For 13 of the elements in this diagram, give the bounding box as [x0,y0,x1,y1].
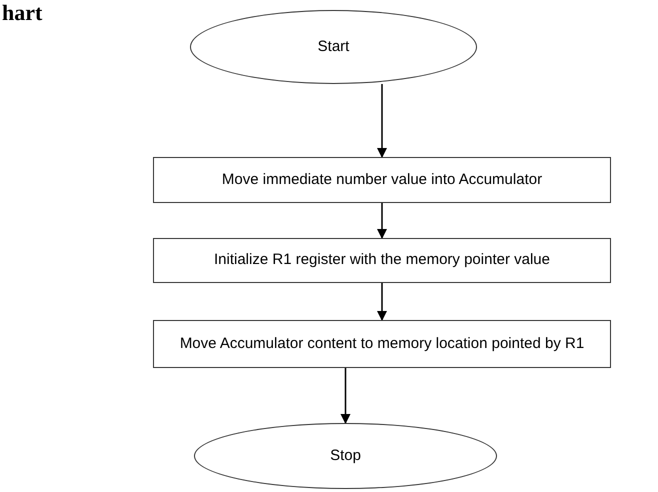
process-box [153,157,611,203]
process-box [153,238,611,283]
node-text: Stop [330,446,361,466]
arrow [340,368,350,424]
node-text: Start [318,36,350,57]
arrow [377,283,387,321]
arrow [377,84,387,158]
node-text: Move Accumulator content to memory location pointed by R1 [180,334,584,354]
arrow [377,203,387,239]
heading: hart [2,0,42,26]
node-text: Initialize R1 register with the memory pointer value [214,250,550,270]
node-text: Move immediate number value into Accumulator [222,170,542,190]
process-box [153,320,611,368]
